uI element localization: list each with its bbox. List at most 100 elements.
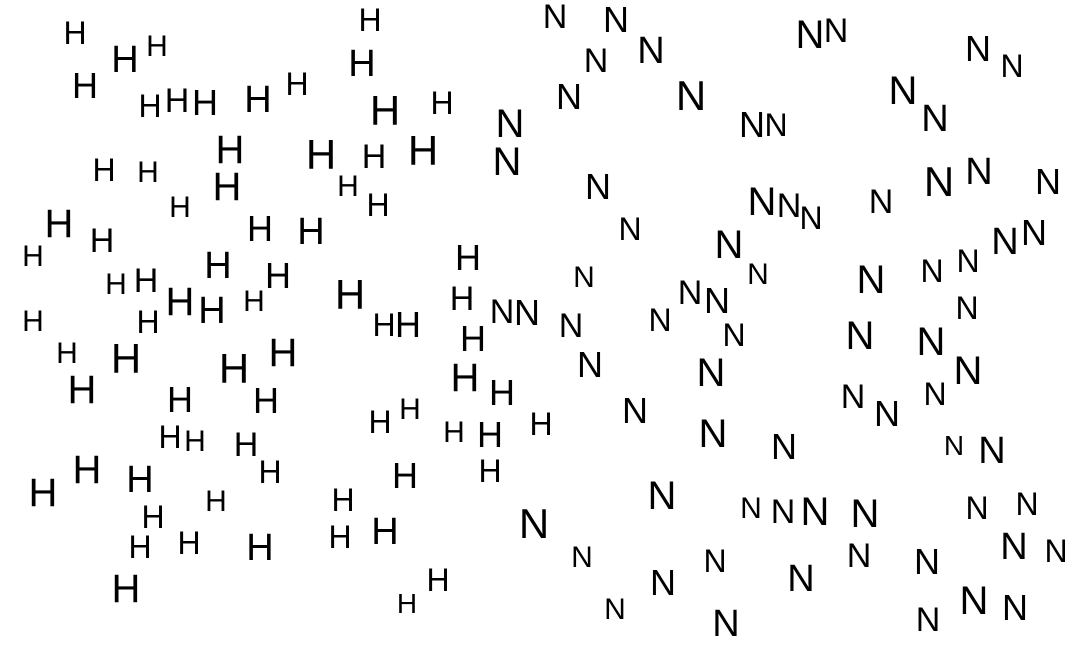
letter-n: N [698, 412, 728, 456]
letter-n: N [1015, 486, 1039, 522]
letter-h: H [138, 88, 162, 124]
letter-h: H [426, 562, 450, 598]
letter-n: N [585, 166, 611, 207]
letter-h: H [358, 2, 382, 38]
letter-h: H [72, 448, 102, 492]
letter-n: N [874, 393, 900, 434]
letter-h: H [22, 240, 44, 273]
letter-h: H [141, 499, 165, 535]
letter-n: N [965, 28, 991, 69]
letter-h: H [430, 85, 454, 121]
letter-n: N [703, 543, 727, 579]
letter-n: N [1035, 161, 1061, 202]
letter-h: H [366, 187, 390, 223]
letter-h: H [392, 455, 418, 496]
letter-n: N [795, 13, 825, 57]
letter-n: N [556, 76, 582, 117]
letter-n: N [978, 430, 1006, 472]
letter-h: H [258, 454, 282, 490]
letter-n: N [558, 307, 584, 345]
letter-n: N [1021, 212, 1047, 253]
letter-h: H [328, 519, 352, 555]
letter-n: N [823, 12, 849, 50]
letter-h: H [192, 82, 218, 123]
letter-n: N [603, 0, 629, 40]
letter-h: H [169, 191, 191, 224]
letter-n: N [955, 290, 979, 326]
letter-h: H [407, 127, 439, 174]
letter-h: H [184, 425, 206, 458]
letter-n: N [696, 351, 726, 395]
letter-n: N [489, 293, 515, 331]
letter-h: H [450, 356, 480, 400]
letter-h: H [478, 453, 502, 489]
letter-n: N [840, 378, 866, 416]
letter-h: H [111, 567, 141, 611]
letter-h: H [205, 485, 227, 518]
letter-h: H [63, 15, 87, 51]
letter-n: N [991, 221, 1019, 263]
letter-n: N [770, 493, 796, 531]
letter-h: H [92, 152, 116, 188]
letter-h: H [449, 280, 475, 318]
letter-h: H [67, 368, 97, 412]
letter-n: N [850, 492, 880, 536]
letter-h: H [167, 379, 193, 420]
letter-h: H [165, 280, 195, 324]
letter-h: H [218, 345, 250, 392]
letter-n: N [923, 158, 955, 205]
letter-n: N [799, 200, 823, 236]
letter-n: N [740, 492, 762, 525]
letter-h: H [348, 43, 376, 85]
letter-h: H [56, 337, 78, 370]
letter-n: N [800, 490, 830, 534]
letter-h: H [126, 459, 154, 501]
letter-n: N [956, 243, 980, 279]
letter-h: H [164, 82, 190, 120]
letter-h: H [253, 380, 279, 421]
letter-h: H [361, 138, 387, 176]
letter-h: H [28, 471, 58, 515]
letter-n: N [648, 302, 672, 338]
letter-n: N [776, 187, 802, 225]
letter-h: H [395, 304, 421, 345]
letter-n: N [747, 258, 769, 291]
letter-h: H [111, 39, 139, 81]
letter-n: N [514, 292, 540, 333]
letter-n: N [712, 603, 740, 645]
letter-n: N [1002, 587, 1028, 628]
letter-n: N [722, 317, 746, 353]
letter-h: H [334, 271, 366, 318]
letter-n: N [888, 69, 918, 113]
letter-n: N [677, 274, 703, 312]
letter-h: H [265, 255, 291, 296]
letter-h: H [22, 305, 44, 338]
letter-n: N [583, 42, 609, 80]
letter-n: N [650, 562, 676, 603]
letter-n: N [571, 541, 593, 574]
letter-h: H [396, 588, 418, 619]
letter-h: H [215, 128, 245, 172]
letter-h: H [137, 156, 159, 189]
letter-h: H [455, 237, 481, 278]
letter-n: N [953, 349, 983, 393]
letter-n: N [647, 474, 677, 518]
letter-n: N [923, 376, 947, 412]
letter-n: N [868, 183, 894, 221]
letter-h: H [368, 404, 392, 440]
letter-n: N [518, 500, 550, 547]
letter-h: H [460, 318, 486, 359]
letter-n: N [675, 72, 707, 119]
letter-n: N [845, 314, 875, 358]
letter-h: H [233, 426, 259, 464]
letter-h: H [443, 416, 465, 449]
letter-h: H [372, 307, 396, 343]
letter-h: H [489, 372, 515, 413]
letter-n: N [492, 140, 522, 184]
letter-h: H [177, 525, 201, 561]
letter-n: N [965, 151, 993, 193]
letter-h: H [297, 211, 325, 253]
letter-h: H [529, 406, 553, 442]
letter-n: N [921, 98, 949, 140]
letter-h: H [337, 170, 359, 203]
